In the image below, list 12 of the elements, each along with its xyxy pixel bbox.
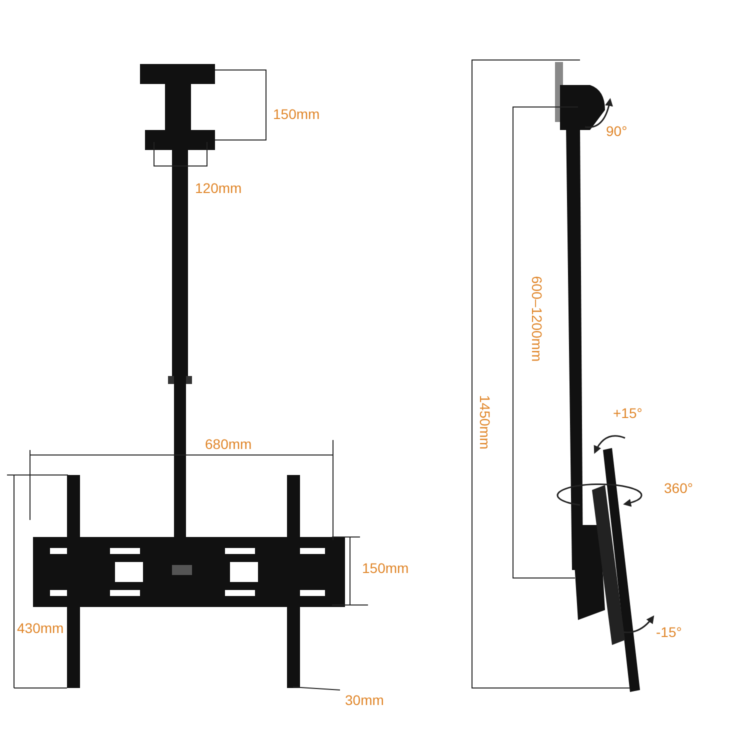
dimension-label: 150mm (273, 106, 320, 122)
dimension-label: 680mm (205, 436, 252, 452)
dimension-label: 600–1200mm (529, 276, 545, 364)
dimension-label: 360° (664, 480, 693, 496)
dimension-label: 120mm (195, 180, 242, 196)
dimension-label: 90° (606, 123, 628, 139)
dimension-label: 30mm (345, 692, 384, 708)
dimension-label: +15° (613, 405, 642, 421)
dimension-label: 150mm (362, 560, 409, 576)
dimension-label: 430mm (17, 620, 64, 636)
dimension-label: -15° (656, 624, 682, 640)
dimension-label: 1450mm (477, 395, 493, 452)
